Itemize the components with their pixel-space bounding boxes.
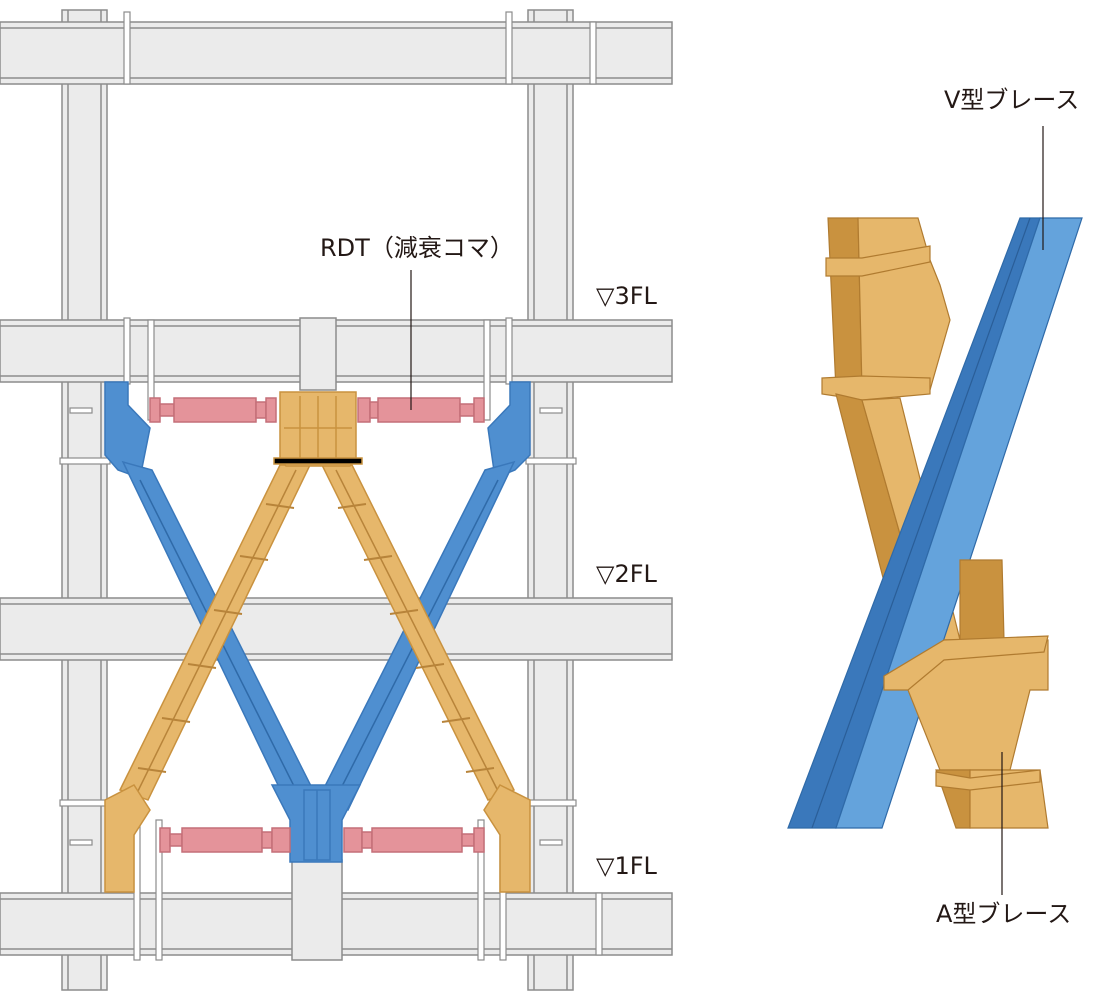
- frame-beams: [0, 21, 673, 961]
- center-post-bottom: [291, 859, 343, 961]
- floor-label-3fl: ▽3FL: [596, 282, 658, 310]
- left-column: [61, 9, 108, 991]
- v-brace-label: V型ブレース: [944, 86, 1079, 114]
- labels: RDT（減衰コマ） ▽3FL ▽2FL ▽1FL V型ブレース A型ブレース: [320, 86, 1079, 928]
- rdt-dampers: [149, 397, 485, 853]
- beam-2fl: [0, 597, 673, 661]
- splice-plates: [59, 11, 603, 961]
- rdt-lower-left: [159, 827, 291, 853]
- frame-columns: [61, 9, 574, 991]
- a-brace-left-base: [104, 784, 151, 893]
- rdt-lower-right: [343, 827, 485, 853]
- frame-elevation: [0, 9, 673, 991]
- v-brace-left-gusset: [104, 381, 151, 480]
- floor-label-2fl: ▽2FL: [596, 560, 658, 588]
- beam-top: [0, 21, 673, 85]
- brace-detail-3d: [787, 126, 1083, 895]
- rdt-upper-left: [149, 397, 277, 423]
- a-brace-elevation: [104, 391, 531, 893]
- right-column: [527, 9, 574, 991]
- a-brace-right-base: [483, 784, 531, 893]
- rdt-upper-right: [357, 397, 485, 423]
- rdt-label: RDT（減衰コマ）: [320, 234, 514, 262]
- a-brace-detail-lower: [883, 559, 1049, 829]
- floor-label-1fl: ▽1FL: [596, 852, 658, 880]
- a-brace-stiffeners: [137, 503, 495, 773]
- center-post-top: [299, 317, 337, 391]
- a-brace-label: A型ブレース: [936, 900, 1071, 928]
- v-brace-bottom-node: [270, 784, 362, 863]
